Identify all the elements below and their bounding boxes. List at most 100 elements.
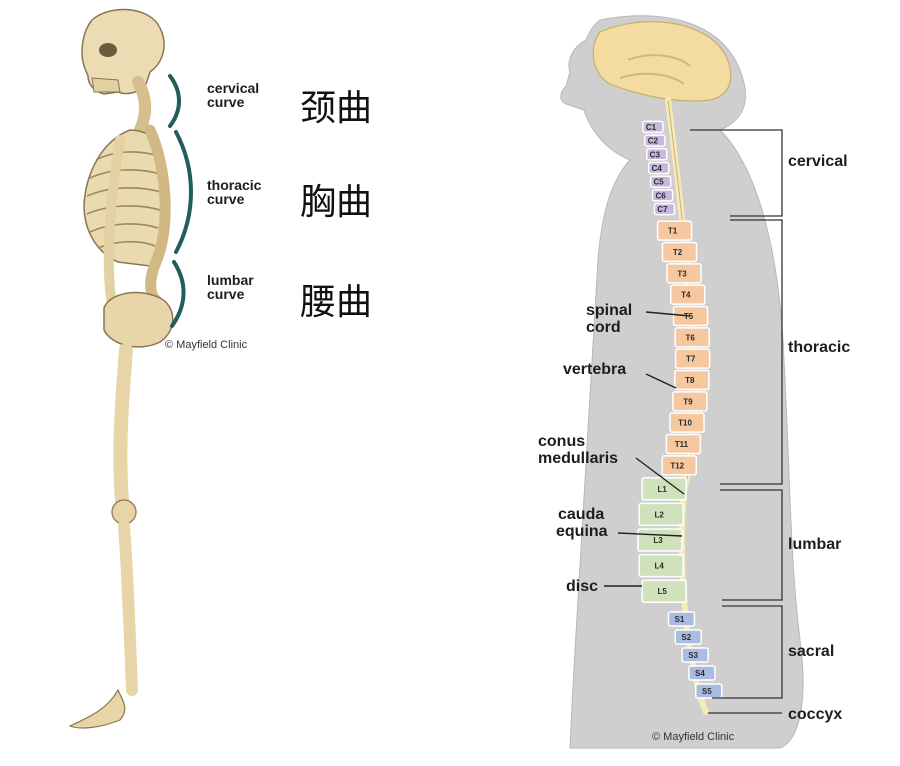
spinal-cord-text-1: spinal: [586, 302, 632, 319]
bracket-lumbar: [720, 489, 783, 601]
vertebra-label-s1: S1: [675, 615, 685, 624]
left-credit: © Mayfield Clinic: [165, 339, 248, 351]
thoracic-curve-text-1: thoracic: [207, 177, 262, 193]
cervical-curve-chinese: 颈曲: [300, 88, 372, 129]
cauda-leader: [617, 532, 683, 537]
vertebra-l4: [638, 553, 684, 578]
thoracic-curve-label: thoracic curve 胸曲: [207, 177, 372, 223]
pelvis: [103, 291, 174, 348]
region-brackets: [690, 129, 783, 714]
vertebra-label-l4: L4: [654, 562, 664, 571]
region-cervical: cervical: [788, 153, 848, 170]
vertebra-t8: [674, 369, 710, 391]
vertebra-t11: [665, 433, 702, 455]
vertebra-label-s2: S2: [681, 633, 691, 642]
brain-fold: [619, 72, 685, 85]
region-sacral: sacral: [788, 643, 834, 660]
vertebra-t6: [674, 327, 710, 348]
cervical-curve-label: cervical curve 颈曲: [207, 80, 372, 129]
vertebra-l1: [641, 477, 687, 501]
vertebra-label-l5: L5: [657, 587, 667, 596]
cauda-text-1: cauda: [558, 506, 604, 523]
vertebra-label-t9: T9: [683, 397, 693, 406]
brain-fold: [627, 54, 691, 67]
right-credit: © Mayfield Clinic: [652, 731, 735, 743]
cervical-curve-line: [168, 74, 181, 128]
vertebra-label-c7: C7: [657, 205, 668, 214]
vertebra-label-t11: T11: [675, 440, 689, 449]
lumbar-curve-text-1: lumbar: [207, 272, 254, 288]
vertebra-c5: [649, 175, 672, 188]
vertebra-label-t10: T10: [678, 419, 692, 428]
vertebra-label-t12: T12: [670, 461, 684, 470]
vertebra-t12: [661, 455, 698, 476]
brain: [592, 21, 732, 102]
vertebra-label-t8: T8: [685, 376, 695, 385]
vertebra-c2: [644, 134, 666, 147]
vertebra-leader: [645, 373, 677, 389]
back-spine: [144, 124, 171, 306]
region-coccyx: coccyx: [788, 706, 842, 723]
callout-labels: spinal cord vertebra conus medullaris ca…: [538, 302, 632, 595]
conus-text-1: conus: [538, 433, 585, 450]
spinal-cord-text-2: cord: [586, 319, 621, 336]
vertebra-label-c2: C2: [648, 137, 659, 146]
vertebra-t9: [672, 391, 708, 412]
lumbar-curve-chinese: 腰曲: [300, 282, 372, 323]
cervical-curve-text-2: curve: [207, 94, 245, 110]
vertebra-label-t3: T3: [677, 269, 687, 278]
vertebra-s1: [667, 611, 696, 627]
foot: [68, 688, 126, 729]
vertebra-s4: [688, 665, 716, 681]
lumbar-curve-text-2: curve: [207, 286, 245, 302]
disc-text: disc: [566, 578, 598, 595]
conus-leader: [635, 457, 685, 495]
bracket-sacral: [712, 605, 783, 699]
thoracic-curve-line: [174, 130, 193, 254]
region-thoracic: thoracic: [788, 339, 850, 356]
vertebra-c3: [646, 148, 668, 161]
lower-leg: [118, 520, 138, 696]
neck-spine: [132, 76, 151, 136]
curve-markers: [168, 74, 193, 328]
eye-socket: [99, 43, 117, 57]
vertebra-label-t2: T2: [673, 248, 683, 257]
region-labels: cervical thoracic lumbar sacral coccyx: [788, 153, 850, 723]
vertebra-label-t6: T6: [686, 333, 696, 342]
vertebral-column: C1C2C3C4C5C6C7T1T2T3T4T5T6T7T8T9T10T11T1…: [637, 120, 723, 699]
skeleton-illustration: [68, 8, 174, 729]
vertebra-label-t7: T7: [686, 355, 696, 364]
femur: [113, 343, 133, 507]
region-lumbar: lumbar: [788, 536, 841, 553]
vertebra-label-c6: C6: [655, 191, 666, 200]
vertebra-label-t1: T1: [668, 227, 678, 236]
vertebra-label-t4: T4: [681, 291, 691, 300]
vertebra-label-c4: C4: [652, 164, 663, 173]
conus-text-2: medullaris: [538, 450, 618, 467]
vertebra-t2: [661, 241, 698, 263]
vertebra-c6: [651, 189, 674, 202]
vertebra-t7: [674, 348, 711, 369]
vertebra-t3: [666, 263, 702, 284]
vertebra-l2: [638, 502, 684, 527]
thoracic-curve-chinese: 胸曲: [300, 182, 372, 223]
vertebra-label-c5: C5: [654, 178, 665, 187]
thoracic-curve-text-2: curve: [207, 191, 245, 207]
lumbar-curve-line: [170, 260, 186, 328]
vertebra-label-l1: L1: [657, 485, 667, 494]
vertebra-label-s5: S5: [702, 687, 712, 696]
vertebra-t1: [656, 220, 693, 241]
vertebra-t4: [670, 284, 706, 305]
vertebra-label-s3: S3: [688, 651, 698, 660]
vertebra-text: vertebra: [563, 361, 626, 378]
bracket-thoracic: [720, 219, 783, 485]
vertebra-label-c1: C1: [646, 123, 657, 132]
lumbar-curve-label: lumbar curve 腰曲: [207, 272, 372, 323]
ribcage: [83, 129, 164, 267]
cauda-text-2: equina: [556, 523, 608, 540]
vertebra-s3: [681, 647, 709, 663]
vertebra-t10: [669, 412, 705, 433]
callout-lines: [604, 311, 691, 587]
vertebra-s5: [695, 683, 723, 699]
